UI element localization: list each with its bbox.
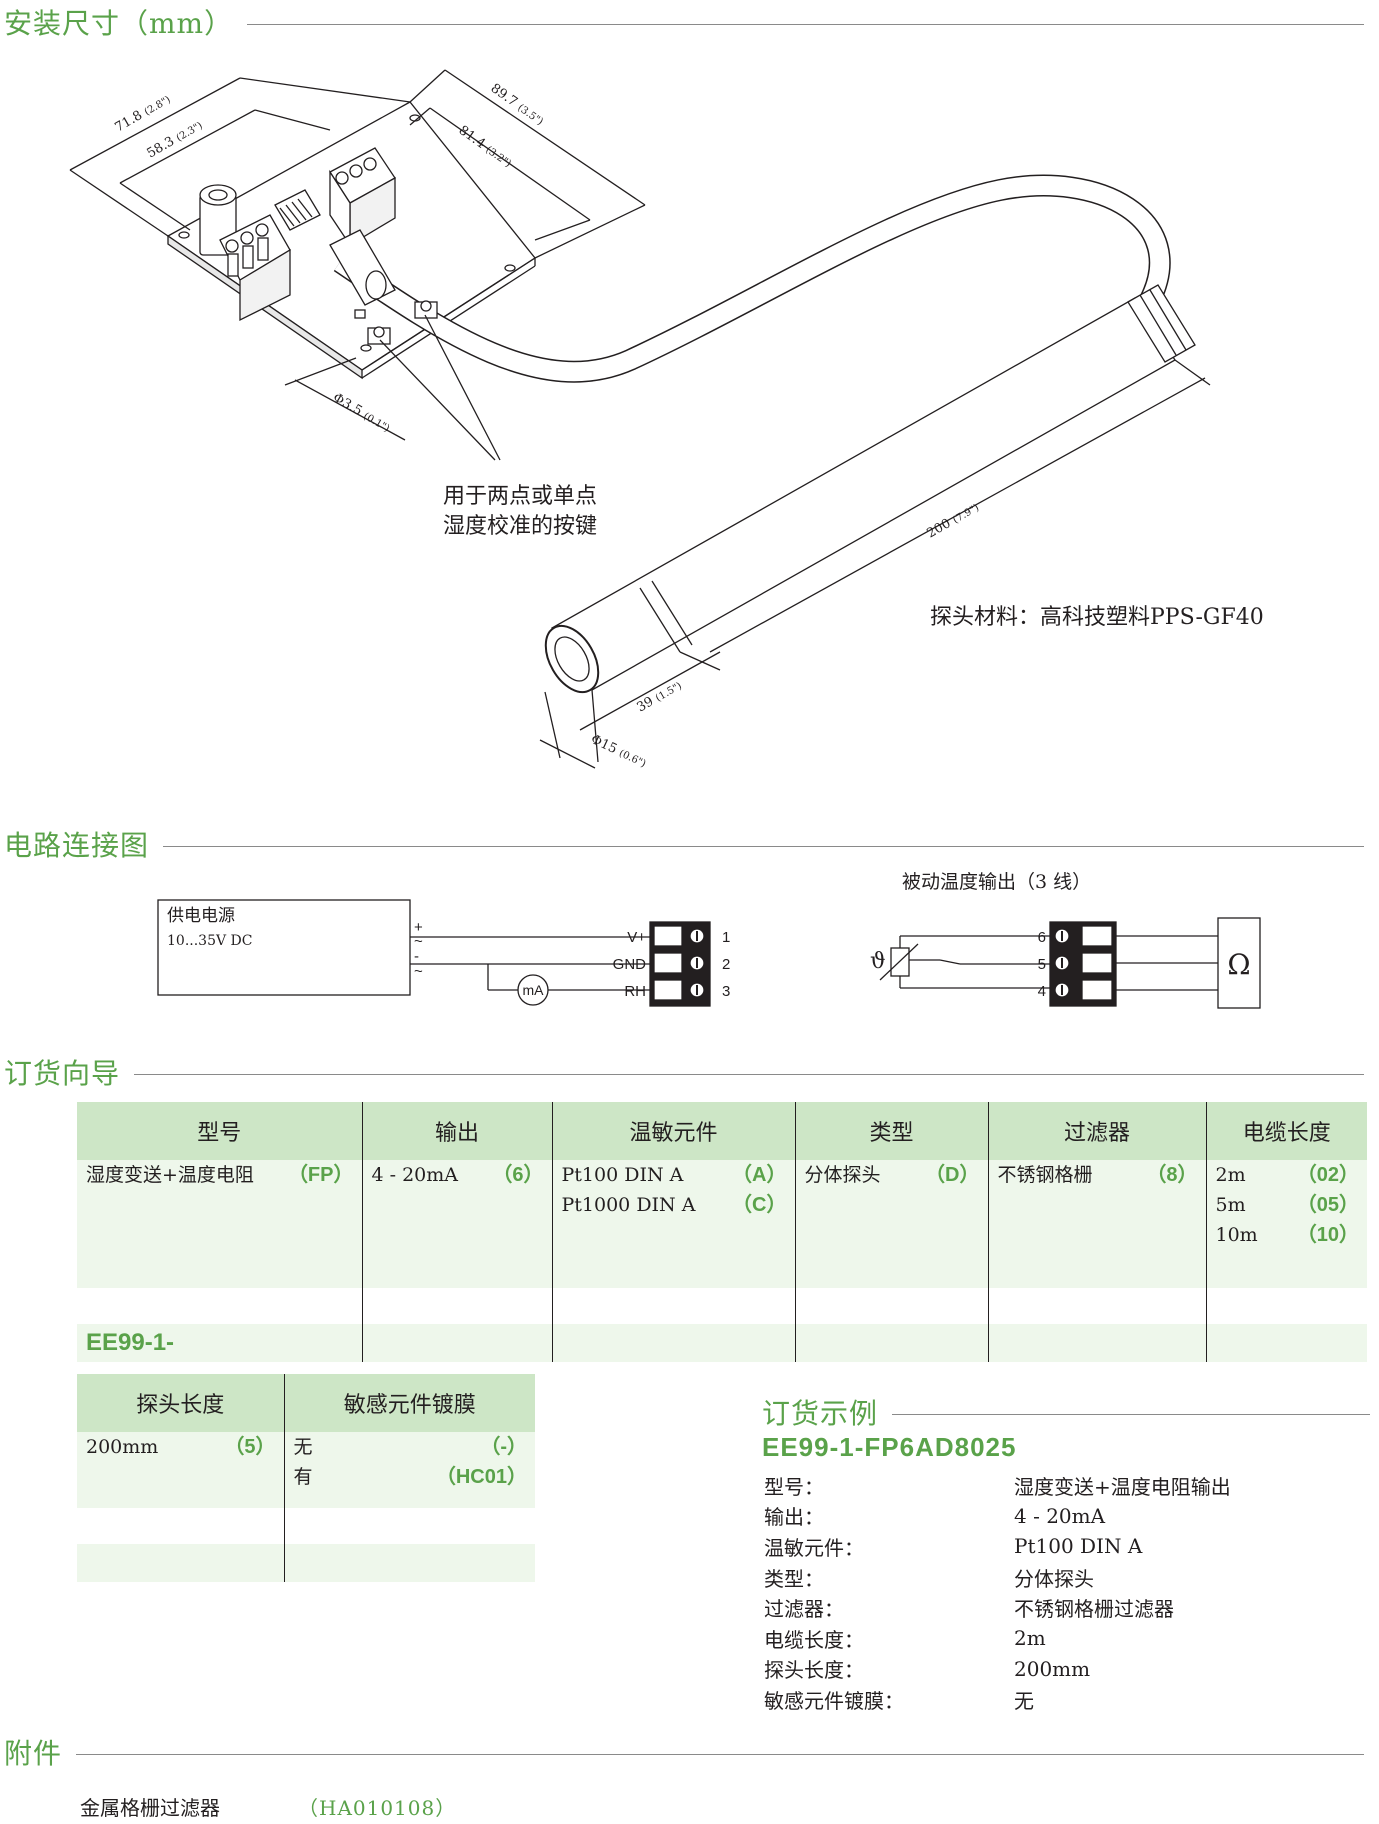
- probe-material: 探头材料：高科技塑料PPS-GF40: [930, 605, 1264, 630]
- header-cable: 电缆长度: [1205, 1102, 1367, 1160]
- table-row: [77, 1288, 1367, 1324]
- table-row: 200mm（5） 无（-） 有（HC01）: [77, 1432, 535, 1508]
- section-divider: [134, 1073, 1364, 1075]
- circuit-diagram: 供电电源 10...35V DC + ~ - ~ mA V+ GND RH 1 …: [157, 871, 1261, 1009]
- section-order-header: 订货向导: [4, 1052, 1364, 1092]
- svg-text:+: +: [414, 919, 423, 936]
- list-item: 类型：分体探头: [764, 1566, 1094, 1591]
- cell-cable: 2m（02） 5m（05） 10m（10）: [1205, 1160, 1367, 1288]
- supply-title: 供电电源: [167, 906, 235, 926]
- svg-text:~: ~: [414, 963, 423, 980]
- section-install-title: 安装尺寸（mm）: [4, 7, 234, 40]
- header-coating: 敏感元件镀膜: [283, 1374, 535, 1432]
- order-table-2: 探头长度 敏感元件镀膜 200mm（5） 无（-） 有（HC01）: [77, 1374, 535, 1582]
- install-drawing: 71.8 (2.8") 58.3 (2.3") 89.7 (3.5") 81.4…: [69, 69, 1264, 770]
- section-circuit-title: 电路连接图: [4, 829, 150, 862]
- passive-output-title: 被动温度输出（3 线）: [902, 871, 1091, 893]
- button-note-line1: 用于两点或单点: [443, 484, 597, 509]
- example-header: 订货示例: [762, 1392, 1370, 1432]
- section-divider: [163, 845, 1364, 847]
- cell-coating: 无（-） 有（HC01）: [283, 1432, 535, 1508]
- list-item: 敏感元件镀膜：无: [764, 1688, 1034, 1713]
- supply-range: 10...35V DC: [167, 933, 252, 949]
- table-row: 湿度变送+温度电阻（FP） 4 - 20mA（6） Pt100 DIN A（A）…: [77, 1160, 1367, 1288]
- header-type: 类型: [794, 1102, 988, 1160]
- accessory-code: （HA010108）: [298, 1796, 457, 1820]
- svg-text:Φ3.5 (0.1"): Φ3.5 (0.1"): [330, 390, 393, 435]
- svg-text:81.4 (3.2"): 81.4 (3.2"): [456, 123, 515, 171]
- svg-text:5: 5: [1038, 956, 1046, 973]
- accessory-name: 金属格栅过滤器: [80, 1796, 220, 1820]
- header-model: 型号: [77, 1102, 362, 1160]
- cell-filter: 不锈钢格栅（8）: [987, 1160, 1206, 1288]
- model-prefix: EE99-1-: [86, 1329, 175, 1356]
- header-sensor: 温敏元件: [551, 1102, 795, 1160]
- list-item: 型号：湿度变送+温度电阻输出: [764, 1474, 1231, 1499]
- header-output: 输出: [361, 1102, 552, 1160]
- cell-probe-length: 200mm（5）: [77, 1432, 284, 1508]
- table-row: EE99-1-: [77, 1324, 1367, 1362]
- svg-text:6: 6: [1038, 929, 1046, 946]
- order-table-header: 型号 输出 温敏元件 类型 过滤器 电缆长度: [77, 1102, 1367, 1160]
- section-circuit-header: 电路连接图: [4, 824, 1364, 864]
- milliamp-meter: mA: [523, 982, 545, 998]
- order-table: 型号 输出 温敏元件 类型 过滤器 电缆长度 湿度变送+温度电阻（FP） 4 -…: [77, 1102, 1367, 1362]
- section-order-title: 订货向导: [4, 1057, 121, 1090]
- svg-text:71.8 (2.8"): 71.8 (2.8"): [113, 92, 174, 136]
- svg-text:39 (1.5"): 39 (1.5"): [635, 678, 685, 716]
- svg-text:V+: V+: [627, 929, 646, 946]
- example-list: 型号：湿度变送+温度电阻输出 输出：4 - 20mA 温敏元件：Pt100 DI…: [764, 1470, 1231, 1715]
- button-note-line2: 湿度校准的按键: [443, 514, 597, 539]
- list-item: 温敏元件：Pt100 DIN A: [764, 1534, 1143, 1560]
- list-item: 输出：4 - 20mA: [764, 1503, 1106, 1530]
- header-probe-length: 探头长度: [77, 1374, 284, 1432]
- section-divider: [76, 1753, 1364, 1755]
- svg-text:-: -: [414, 948, 419, 965]
- section-divider: [892, 1413, 1370, 1415]
- list-item: 电缆长度：2m: [764, 1626, 1046, 1652]
- example-title: 订货示例: [762, 1397, 879, 1430]
- list-item: 探头长度：200mm: [764, 1656, 1091, 1683]
- header-filter: 过滤器: [987, 1102, 1206, 1160]
- ohm-meter-icon: Ω: [1227, 948, 1250, 981]
- section-divider: [247, 23, 1364, 25]
- cell-model: 湿度变送+温度电阻（FP）: [77, 1160, 362, 1288]
- temperature-sensor-icon: ϑ: [870, 949, 886, 974]
- cell-type: 分体探头（D）: [794, 1160, 988, 1288]
- dimension-labels: 71.8 (2.8") 58.3 (2.3") 89.7 (3.5") 81.4…: [113, 81, 982, 770]
- svg-text:3: 3: [722, 983, 730, 1000]
- svg-text:~: ~: [414, 933, 423, 950]
- cell-output: 4 - 20mA（6）: [361, 1160, 552, 1288]
- section-accessory-title: 附件: [4, 1737, 63, 1770]
- svg-text:1: 1: [722, 929, 730, 946]
- order-table-2-header: 探头长度 敏感元件镀膜: [77, 1374, 535, 1432]
- cell-sensor: Pt100 DIN A（A） Pt1000 DIN A（C）: [551, 1160, 795, 1288]
- example-code: EE99-1-FP6AD8025: [762, 1432, 1017, 1462]
- list-item: 过滤器：不锈钢格栅过滤器: [764, 1597, 1174, 1622]
- section-accessory-header: 附件: [4, 1732, 1364, 1772]
- svg-text:200 (7.9"): 200 (7.9"): [925, 500, 982, 542]
- section-install-header: 安装尺寸（mm）: [4, 2, 1364, 42]
- table-row: [77, 1544, 535, 1582]
- svg-text:RH: RH: [624, 983, 646, 1000]
- accessory-item: 金属格栅过滤器 （HA010108）: [80, 1792, 456, 1821]
- svg-text:4: 4: [1038, 983, 1046, 1000]
- svg-text:2: 2: [722, 956, 730, 973]
- svg-text:GND: GND: [613, 956, 647, 973]
- table-row: [77, 1508, 535, 1544]
